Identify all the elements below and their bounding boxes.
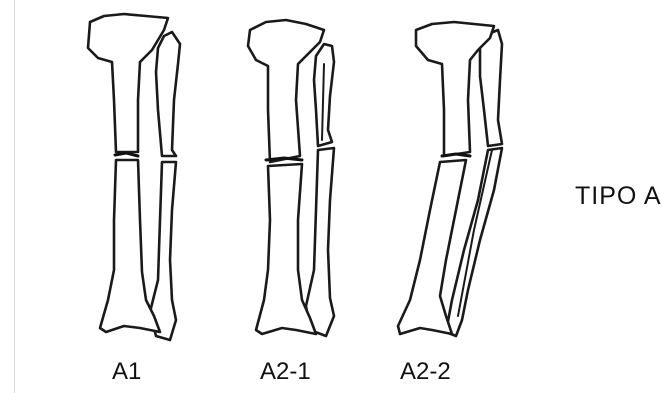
fibula-a2-2-upper bbox=[480, 30, 502, 146]
tibia-a2-1-upper bbox=[248, 20, 324, 162]
bone-pair-a2-1 bbox=[248, 20, 334, 336]
fracture-line-a2-2 bbox=[442, 154, 470, 156]
tibia-a2-1-lower bbox=[256, 164, 316, 334]
bone-pair-a1 bbox=[88, 14, 180, 340]
label-a1: A1 bbox=[112, 358, 141, 386]
fibula-a2-1-lower bbox=[306, 148, 334, 336]
label-tipo-a: TIPO A bbox=[575, 182, 662, 211]
fibula-a1-upper bbox=[156, 32, 180, 156]
bone-pair-a2-2 bbox=[398, 22, 502, 336]
label-a2-2: A2-2 bbox=[400, 358, 451, 386]
fracture-line-a1 bbox=[115, 153, 138, 156]
label-a2-1: A2-1 bbox=[260, 358, 311, 386]
